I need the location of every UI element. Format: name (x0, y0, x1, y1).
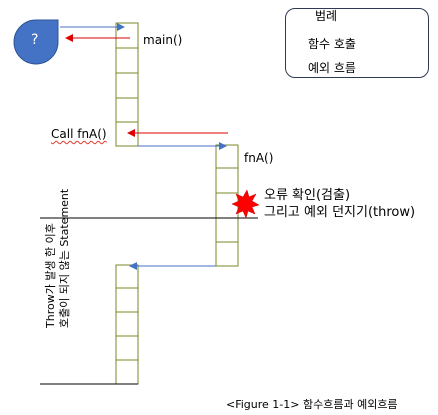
legend-title: 범례 (314, 9, 338, 23)
error-burst-icon (231, 189, 260, 219)
legend-exception-flow-label: 예외 흐름 (308, 61, 356, 75)
error-note-line2: 그리고 예외 던지기(throw) (264, 205, 416, 220)
legend-function-call-label: 함수 호출 (308, 37, 356, 51)
fnA-label: fnA() (244, 151, 274, 165)
skipped-note-line1: Throw가 발생 한 이후 (44, 223, 57, 328)
call-fnA-label: Call fnA() (51, 127, 107, 141)
caller-symbol: ? (31, 32, 39, 48)
legend-box: 범례 함수 호출 예외 흐름 (285, 8, 429, 78)
skipped-note-line2: 호출이 되지 않는 Statement (58, 188, 71, 328)
fnA-stack (215, 144, 239, 267)
error-note-line1: 오류 확인(검출) (264, 188, 351, 203)
main-label: main() (143, 33, 183, 47)
skipped-stack (115, 264, 139, 385)
main-stack (115, 22, 139, 147)
figure-caption: <Figure 1-1> 함수흐름과 예외흐름 (226, 398, 398, 411)
caller-node (13, 19, 59, 65)
skipped-note: Throw가 발생 한 이후 호출이 되지 않는 Statement (44, 178, 72, 328)
